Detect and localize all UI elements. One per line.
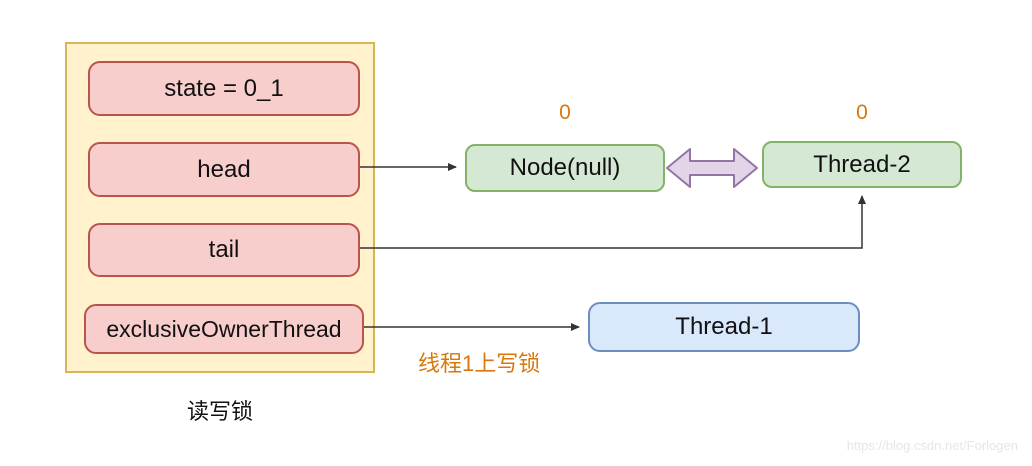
write-lock-annotation: 线程1上写锁 (418, 351, 541, 376)
exclusive-owner-thread-field: exclusiveOwnerThread (84, 304, 364, 354)
head-field-label: head (197, 155, 251, 183)
tail-field-label: tail (208, 236, 240, 263)
node-null-box: Node(null) (465, 144, 665, 192)
thread-2-label: Thread-2 (813, 150, 911, 178)
bidirectional-arrow (666, 148, 758, 188)
node-null-count: 0 (559, 101, 571, 124)
tail-to-thread2-arrow (360, 195, 866, 249)
state-field-label: state = 0_1 (164, 74, 284, 102)
state-field: state = 0_1 (88, 61, 360, 116)
watermark: https://blog.csdn.net/Forlogen (846, 438, 1018, 453)
node-null-label: Node(null) (509, 154, 621, 181)
tail-field: tail (88, 223, 360, 277)
thread-2-count: 0 (856, 101, 868, 124)
diagram-title: 读写锁 (186, 399, 253, 424)
thread-1-box: Thread-1 (588, 302, 860, 352)
exclusive-owner-thread-label: exclusiveOwnerThread (106, 315, 342, 342)
thread-1-label: Thread-1 (675, 313, 773, 340)
aqs-container: state = 0_1 head tail exclusiveOwnerThre… (65, 42, 375, 373)
thread-2-box: Thread-2 (762, 141, 962, 188)
head-field: head (88, 142, 360, 197)
